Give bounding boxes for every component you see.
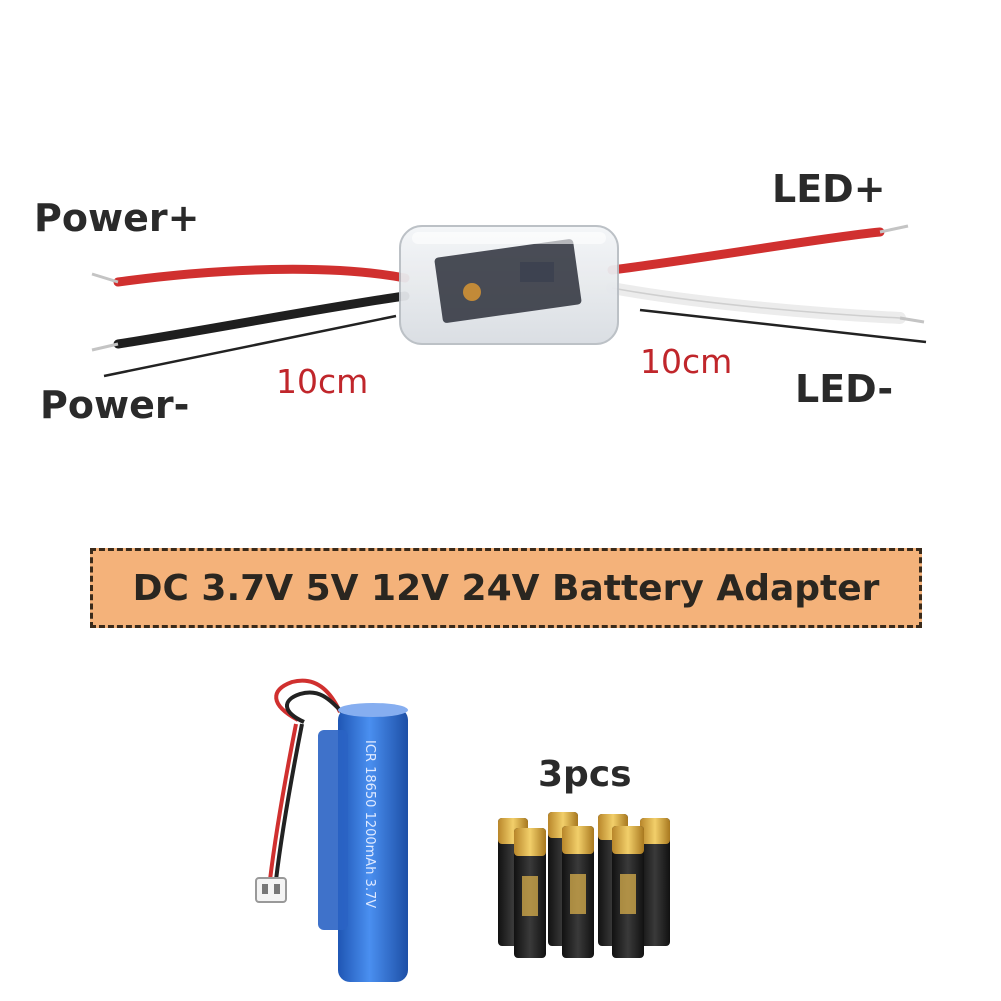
aa-battery-group bbox=[498, 812, 670, 958]
battery-cell-print: ICR 18650 1200mAh 3.7V bbox=[362, 740, 377, 908]
power-minus-wire bbox=[113, 291, 410, 349]
power-plus-wire-tip bbox=[91, 272, 119, 284]
led-minus-label: LED- bbox=[795, 367, 894, 411]
led-plus-wire-tip bbox=[879, 224, 909, 234]
product-title: DC 3.7V 5V 12V 24V Battery Adapter bbox=[132, 567, 880, 609]
power-minus-wire-tip bbox=[91, 342, 119, 352]
aa-battery-front-row bbox=[514, 826, 644, 958]
battery-quantity: 3pcs bbox=[538, 754, 632, 795]
power-minus-label: Power- bbox=[40, 383, 190, 427]
product-title-banner: DC 3.7V 5V 12V 24V Battery Adapter bbox=[90, 548, 922, 628]
led-minus-wire-tip bbox=[899, 316, 925, 324]
left-wire-length: 10cm bbox=[276, 362, 369, 401]
battery-18650 bbox=[255, 678, 408, 982]
right-wire-length: 10cm bbox=[640, 342, 733, 381]
led-minus-wire bbox=[606, 282, 906, 324]
battery-connector bbox=[255, 877, 287, 903]
power-plus-wire bbox=[113, 264, 410, 287]
circuit-board bbox=[434, 239, 582, 323]
led-plus-label: LED+ bbox=[772, 167, 886, 211]
left-dimension-line bbox=[103, 314, 397, 378]
led-plus-wire bbox=[607, 227, 885, 275]
right-dimension-line bbox=[639, 308, 927, 344]
power-plus-label: Power+ bbox=[34, 196, 200, 240]
